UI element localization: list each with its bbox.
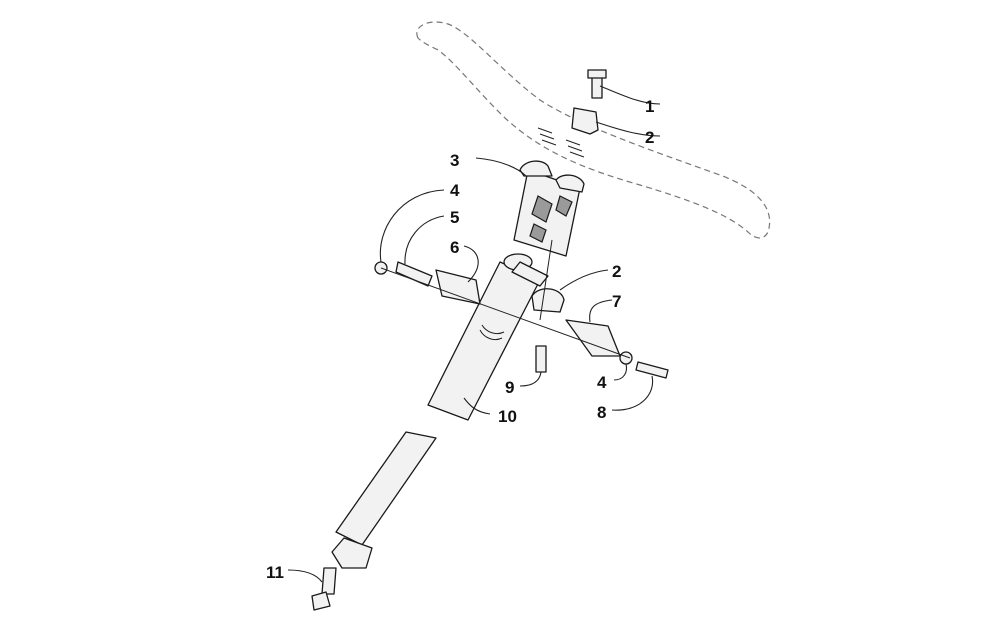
handlebar-mount-bracket: [513, 160, 585, 257]
callout-2-lower: 2: [612, 262, 621, 281]
mounting-bolt-right: [635, 361, 669, 379]
callout-3: 3: [450, 151, 459, 170]
callout-1: 1: [645, 97, 654, 116]
callout-11: 11: [266, 563, 284, 582]
lower-bolt: [311, 567, 337, 611]
callout-2: 2: [645, 128, 654, 147]
steering-post: [331, 253, 549, 569]
callout-labels: 1 2 3 4 5 6 2 7 9 4 10 8 11: [266, 97, 654, 582]
callout-9: 9: [505, 378, 514, 397]
assembly-axis-lines: [380, 239, 631, 359]
callout-5: 5: [450, 208, 459, 227]
callout-10: 10: [498, 407, 517, 426]
callout-8: 8: [597, 403, 606, 422]
clamp-bolt-lower: [535, 345, 547, 373]
callout-4-right: 4: [597, 373, 607, 392]
handlebar-grip-marks: [537, 127, 585, 158]
lower-clamp: [531, 288, 565, 313]
handlebar-phantom: [416, 21, 771, 239]
callout-7: 7: [612, 292, 621, 311]
nut-right: [619, 351, 633, 365]
callout-6: 6: [450, 238, 459, 257]
tie-link: [395, 261, 433, 287]
clamp-bolt-upper: [587, 69, 607, 99]
leader-lines: [287, 85, 661, 583]
callout-4: 4: [450, 181, 460, 200]
upper-clamp: [571, 107, 599, 135]
